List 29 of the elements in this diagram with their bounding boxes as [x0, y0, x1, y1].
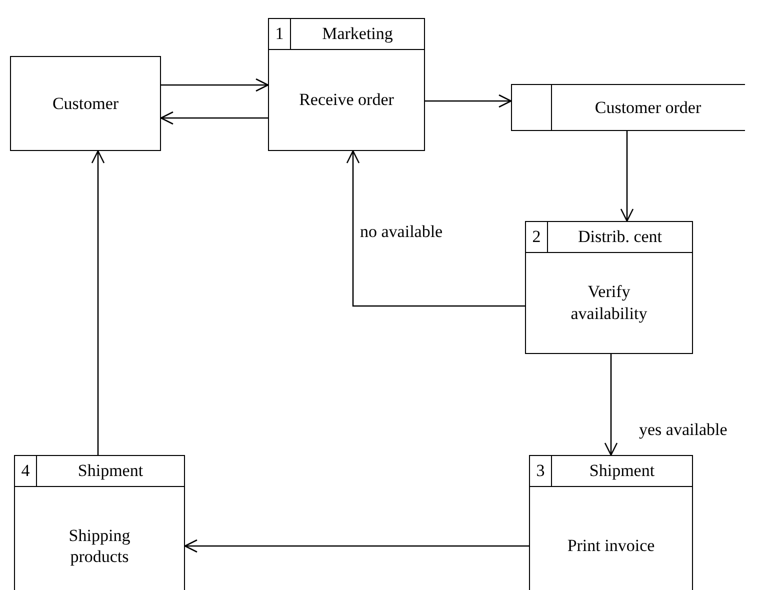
- process-location: Distrib. cent: [576, 226, 664, 248]
- process-name: Receive order: [299, 88, 394, 110]
- entity-name: Customer: [52, 92, 119, 114]
- process-name: Shipping products: [68, 524, 132, 568]
- arrow: [346, 150, 525, 307]
- process-number: 3: [530, 456, 552, 486]
- process-number: 1: [269, 19, 291, 49]
- process-location: Marketing: [321, 23, 394, 45]
- process-location: Shipment: [588, 460, 656, 482]
- process-number: 2: [526, 222, 548, 252]
- process-box: [268, 18, 425, 151]
- arrow: [161, 78, 269, 92]
- process-number: 4: [15, 456, 37, 486]
- arrow: [425, 94, 512, 108]
- process-box: [14, 455, 185, 590]
- data-store: [511, 84, 745, 131]
- arrow: [604, 354, 618, 456]
- process-name: Print invoice: [567, 535, 655, 557]
- arrow: [160, 111, 268, 125]
- process-name: Verify availability: [570, 281, 648, 324]
- store-name: Customer order: [594, 96, 702, 118]
- arrow: [620, 131, 634, 222]
- edge-label: yes available: [637, 420, 730, 440]
- external-entity-box: [10, 56, 161, 151]
- process-box: [529, 455, 693, 590]
- process-box: [525, 221, 693, 354]
- arrow: [91, 150, 105, 455]
- arrow: [184, 539, 529, 553]
- process-location: Shipment: [76, 460, 144, 482]
